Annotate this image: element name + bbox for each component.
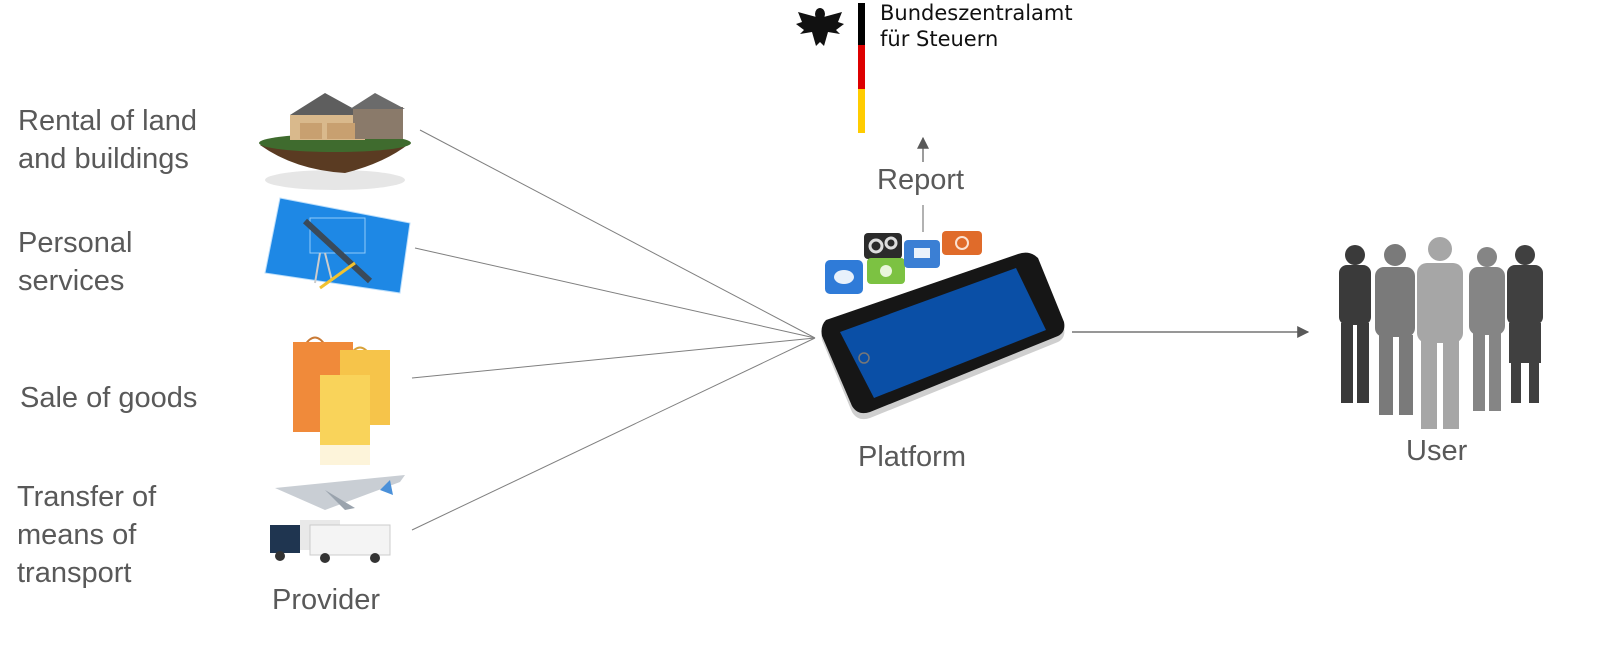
- user-silhouette-3: [1417, 237, 1463, 429]
- user-caption: User: [1406, 435, 1468, 467]
- users-group-icon: [1339, 237, 1543, 429]
- blueprint-icon: [264, 197, 411, 294]
- flag-gold-stripe: [858, 89, 865, 133]
- user-silhouette-2: [1375, 244, 1415, 415]
- connector-services: [414, 247, 816, 339]
- flag-red-stripe: [858, 45, 865, 89]
- android-tile-icon: [867, 258, 905, 284]
- connector-rental: [419, 129, 816, 339]
- user-silhouette-1: [1339, 245, 1371, 403]
- twitter-tile-icon: [825, 260, 863, 294]
- connector-goods: [411, 337, 816, 379]
- tablet-icon: [821, 252, 1065, 420]
- connector-transport: [411, 337, 816, 531]
- provider-label-services: Personal services: [18, 227, 133, 297]
- user-silhouette-5: [1507, 245, 1543, 403]
- flag-black-stripe: [858, 3, 865, 45]
- user-silhouette-4: [1469, 247, 1505, 411]
- rss-tile-icon: [942, 231, 982, 255]
- house-icon: [259, 93, 411, 190]
- provider-caption: Provider: [272, 584, 380, 616]
- app-tiles: [825, 231, 982, 294]
- provider-label-transport: Transfer of means of transport: [17, 481, 157, 589]
- report-label: Report: [877, 164, 965, 196]
- eagle-icon: [796, 8, 844, 46]
- shopping-bags-icon: [293, 336, 390, 465]
- tablet-screen: [840, 268, 1046, 398]
- bzst-logo: Bundeszentralamt für Steuern: [794, 0, 1073, 135]
- like-tile-icon: [904, 240, 940, 268]
- authority-name: Bundeszentralamt für Steuern: [880, 1, 1073, 51]
- platform-caption: Platform: [858, 441, 966, 473]
- truck-plane-icon: [270, 475, 405, 563]
- provider-label-goods: Sale of goods: [20, 382, 198, 414]
- provider-label-rental: Rental of land and buildings: [18, 105, 197, 175]
- gear-tile-icon: [864, 233, 902, 259]
